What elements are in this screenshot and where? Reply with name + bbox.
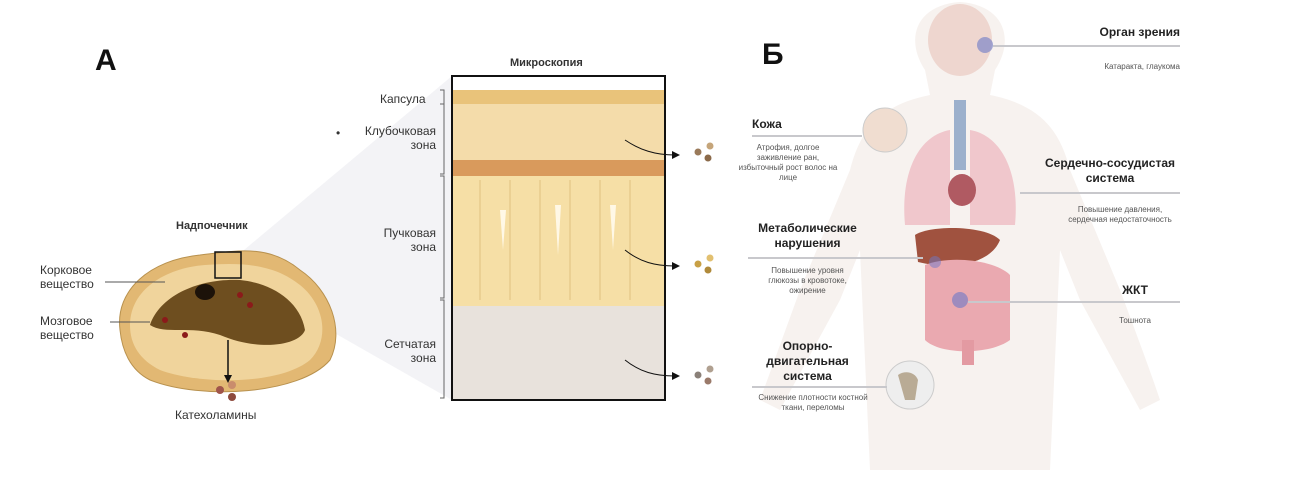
panel-letter-a: А xyxy=(95,44,117,77)
gi-desc: Тошнота xyxy=(1119,316,1151,325)
microscopy-box xyxy=(440,75,714,401)
vision-title: Орган зрения xyxy=(1099,25,1180,39)
cardio-desc: Повышение давления, сердечная недостаточ… xyxy=(1068,205,1172,224)
microscopy-title: Микроскопия xyxy=(510,57,583,69)
skin-desc: Атрофия, долгое заживление ран, избыточн… xyxy=(738,143,838,182)
gi-leader-line xyxy=(968,301,1180,303)
medulla-shape xyxy=(150,279,305,345)
gi-title: ЖКТ xyxy=(1122,283,1148,297)
vision-leader-line xyxy=(993,45,1180,47)
zone-fasciculata-label: Пучковая зона xyxy=(383,226,436,254)
vision-desc: Катаракта, глаукома xyxy=(1104,62,1180,71)
metabolic-desc: Повышение уровня глюкозы в кровотоке, ож… xyxy=(768,266,847,295)
medulla-label: Мозговое вещество xyxy=(40,314,94,342)
hormone-dots xyxy=(694,142,714,385)
catecholamines-label: Катехоламины xyxy=(175,408,257,422)
panel-letter-b: Б xyxy=(762,38,784,71)
gland-title: Надпочечник xyxy=(176,220,248,232)
musculoskeletal-desc: Снижение плотности костной ткани, перело… xyxy=(758,393,868,412)
zone-reticularis-label: Сетчатая зона xyxy=(384,337,436,365)
musculoskeletal-title: Опорно-двигательная система xyxy=(766,339,849,383)
cortex-label: Корковое вещество xyxy=(40,263,94,291)
skin-title: Кожа xyxy=(752,117,782,131)
adrenal-gland-drawing xyxy=(105,250,337,401)
skin-leader-line xyxy=(752,135,862,137)
zone-capsule-label: Капсула xyxy=(380,92,426,106)
cardio-title: Сердечно-сосудистая система xyxy=(1044,156,1176,185)
zoom-projection xyxy=(238,76,452,400)
human-body-drawing xyxy=(760,2,1160,470)
zone-glomerulosa-label: Клубочковая зона xyxy=(364,124,436,152)
cardio-leader-line xyxy=(1020,192,1180,194)
metabolic-title: Метаболические нарушения xyxy=(758,221,857,250)
metabolic-leader-line xyxy=(748,257,923,259)
musculoskeletal-leader-line xyxy=(752,386,887,388)
bullet-dot: • xyxy=(336,126,341,140)
